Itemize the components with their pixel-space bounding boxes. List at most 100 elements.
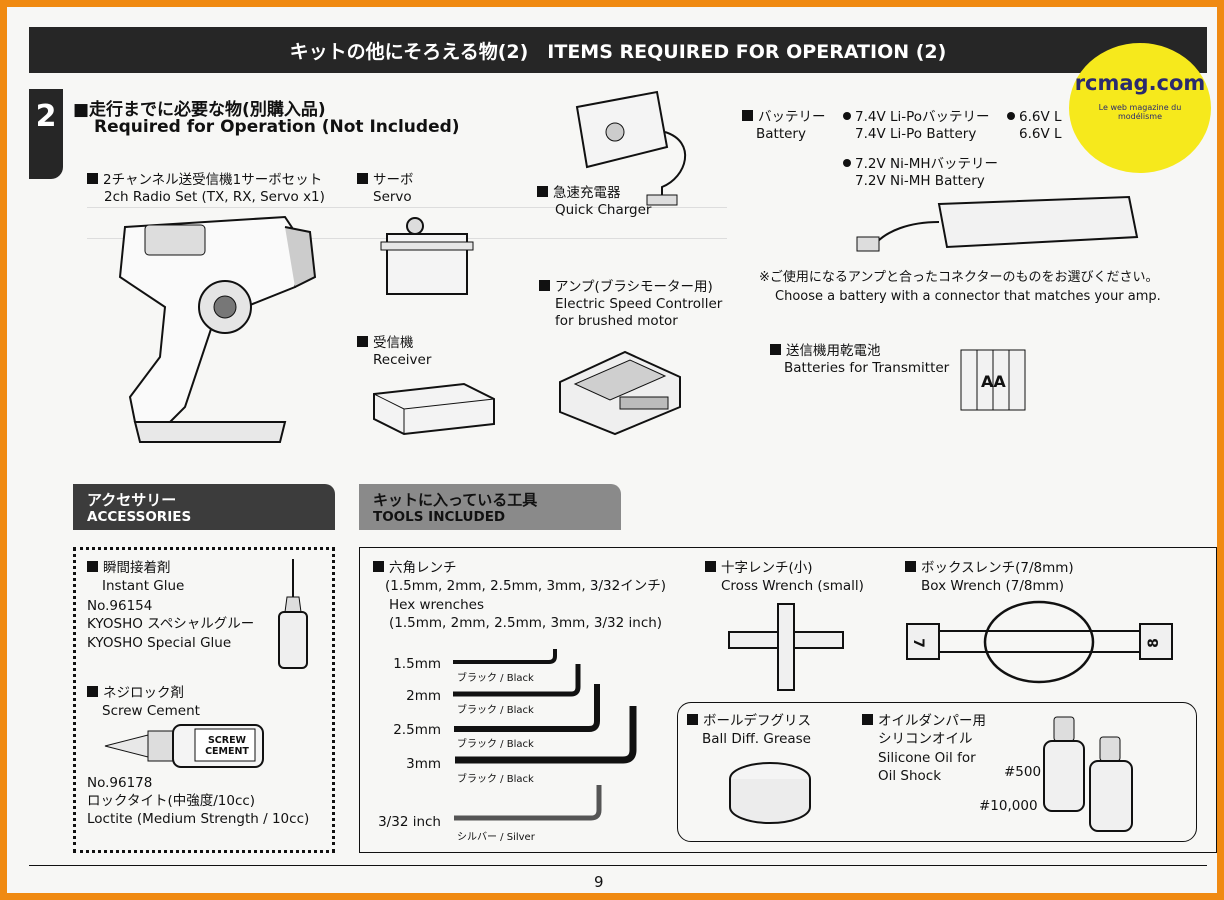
charger-illustration [575,90,686,206]
rcmag-tagline: Le web magazine du modélisme [1098,103,1182,121]
receiver-illustration [373,382,495,436]
hex-size-label: 2mm [406,688,441,704]
rcmag-brand: rcmag.com [1074,71,1206,95]
hex-label-jp: 六角レンチ [373,559,457,577]
servo-label-jp: サーボ [357,171,414,189]
battery-option-66-en: 6.6V L [1019,126,1062,142]
battery-label-jp: バッテリー [742,108,826,126]
radio-label-jp: 2チャンネル送受信機1サーボセット [87,171,322,189]
battery-option-lipo-en: 7.4V Li-Po Battery [855,126,977,142]
section-title-jp: ■走行までに必要な物(別購入品) [73,100,326,120]
cement-bottle-label: SCREW CEMENT [205,735,249,757]
section-title-en: Required for Operation (Not Included) [94,117,460,137]
hex-sizes-en: (1.5mm, 2mm, 2.5mm, 3mm, 3/32 inch) [389,615,663,631]
cement-name-jp: ロックタイト(中強度/10cc) [87,793,256,809]
accessories-tab: アクセサリー ACCESSORIES [73,484,335,530]
box-wrench-illustration [906,600,1173,684]
tools-tab: キットに入っている工具 TOOLS INCLUDED [359,484,621,530]
battery-option-66-jp: 6.6V L [1007,108,1062,126]
battery-note-en: Choose a battery with a connector that m… [775,289,1161,304]
hex-label-en: Hex wrenches [389,597,484,613]
oil-label-jp2: シリコンオイル [878,731,973,747]
esc-illustration [559,350,681,436]
box-wrench-8-label: 8 [1145,638,1162,648]
bullet-square [87,173,98,184]
grease-label-jp: ボールデフグリス [687,712,811,730]
hex-wrench-3-32inch [454,785,602,821]
accessories-tab-en: ACCESSORIES [87,509,192,525]
cross-wrench-label-en: Cross Wrench (small) [721,578,864,594]
charger-label-jp: 急速充電器 [537,184,621,202]
oil-label-jp: オイルダンパー用 [862,712,986,730]
hex-wrench-2-5mm [454,684,600,732]
esc-label-en2: for brushed motor [555,313,678,329]
cross-wrench-illustration [728,603,844,691]
hex-size-label: 1.5mm [393,656,441,672]
cement-bottle-illustration [104,724,264,768]
hex-color-label: ブラック / Black [457,774,534,785]
hex-color-label: ブラック / Black [457,739,534,750]
esc-label-en1: Electric Speed Controller [555,296,723,312]
section-number: 2 [29,89,63,179]
glue-name-jp: KYOSHO スペシャルグルー [87,616,255,632]
cement-name-en: Loctite (Medium Strength / 10cc) [87,811,310,827]
receiver-label-jp: 受信機 [357,334,414,352]
glue-bottle-illustration [278,559,308,669]
servo-illustration [380,217,474,295]
hex-size-label: 3/32 inch [378,814,441,830]
page-number: 9 [594,873,604,891]
receiver-label-en: Receiver [373,352,432,368]
cement-label-jp: ネジロック剤 [87,684,184,702]
oil-10000-label: #10,000 [979,798,1038,814]
oil-bottles-illustration [1043,716,1133,832]
footer-rule [29,865,1207,866]
cross-wrench-label-jp: 十字レンチ(小) [705,559,813,577]
transmitter-illustration [118,215,317,443]
grease-label-en: Ball Diff. Grease [702,731,811,747]
glue-label-en: Instant Glue [102,578,185,594]
battery-option-nimh-jp: 7.2V Ni-MHバッテリー [843,155,998,173]
aa-label: AA [981,372,1006,391]
header-bar: キットの他にそろえる物(2) ITEMS REQUIRED FOR OPERAT… [29,27,1207,73]
servo-label-en: Servo [373,189,412,205]
battery-option-lipo-jp: 7.4V Li-Poバッテリー [843,108,990,126]
hex-wrench-3mm [455,706,637,764]
glue-label-jp: 瞬間接着剤 [87,559,171,577]
tx-batteries-label-en: Batteries for Transmitter [784,360,950,376]
esc-label-jp: アンプ(ブラシモーター用) [539,278,713,296]
oil-label-en1: Silicone Oil for [878,750,976,766]
radio-label-en: 2ch Radio Set (TX, RX, Servo x1) [104,189,325,205]
aa-batteries-illustration [960,349,1026,411]
box-wrench-7-label: 7 [909,638,926,648]
box-wrench-label-en: Box Wrench (7/8mm) [921,578,1065,594]
hex-wrench-1-5mm [453,649,557,664]
accessories-box [73,547,335,853]
glue-number: No.96154 [87,598,153,614]
tools-tab-jp: キットに入っている工具 [373,491,538,509]
page-title: キットの他にそろえる物(2) ITEMS REQUIRED FOR OPERAT… [289,41,947,63]
hex-color-label: ブラック / Black [457,673,534,684]
hex-color-label: ブラック / Black [457,705,534,716]
accessories-tab-jp: アクセサリー [87,491,177,509]
oil-label-en2: Oil Shock [878,768,942,784]
cement-number: No.96178 [87,775,153,791]
hex-sizes-jp: (1.5mm, 2mm, 2.5mm, 3mm, 3/32インチ) [385,578,667,594]
rcmag-watermark-logo: rcmag.com Le web magazine du modélisme [1069,43,1211,173]
tools-box [359,547,1217,853]
grease-container-illustration [729,762,811,824]
battery-option-nimh-en: 7.2V Ni-MH Battery [855,173,985,189]
battery-label-en: Battery [756,126,806,142]
tx-batteries-label-jp: 送信機用乾電池 [770,342,881,360]
battery-pack-illustration [856,195,1139,252]
hex-color-label: シルバー / Silver [457,832,535,843]
hex-size-label: 2.5mm [393,722,441,738]
hex-size-label: 3mm [406,756,441,772]
charger-label-en: Quick Charger [555,202,652,218]
box-wrench-label-jp: ボックスレンチ(7/8mm) [905,559,1074,577]
glue-name-en: KYOSHO Special Glue [87,635,232,651]
cement-label-en: Screw Cement [102,703,200,719]
battery-note-jp: ※ご使用になるアンプと合ったコネクターのものをお選びください。 [759,270,1159,285]
hex-wrench-2mm [453,664,581,697]
tools-tab-en: TOOLS INCLUDED [373,509,506,525]
